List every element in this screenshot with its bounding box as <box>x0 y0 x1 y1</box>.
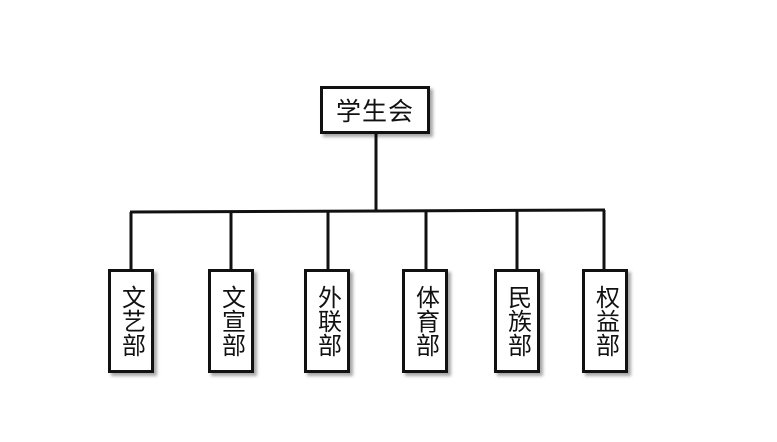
dept-node-label: 民族部 <box>503 285 532 357</box>
dept-node-arts: 文艺部 <box>108 269 154 373</box>
dept-node-ethnic-affairs: 民族部 <box>494 269 540 373</box>
dept-node-label: 体育部 <box>411 285 440 357</box>
dept-node-external-relations: 外联部 <box>304 269 350 373</box>
dept-node-label: 权益部 <box>591 285 620 357</box>
horizontal-bus-line <box>129 208 606 214</box>
root-node-label: 学生会 <box>335 97 414 126</box>
dept-node-label: 文宣部 <box>217 285 246 357</box>
dept-node-rights: 权益部 <box>582 269 628 373</box>
dept-node-label: 文艺部 <box>117 285 146 357</box>
dept-node-sports: 体育部 <box>402 269 448 373</box>
dept-node-publicity: 文宣部 <box>208 269 254 373</box>
root-node-student-union: 学生会 <box>320 86 430 134</box>
dept-node-label: 外联部 <box>313 285 342 357</box>
